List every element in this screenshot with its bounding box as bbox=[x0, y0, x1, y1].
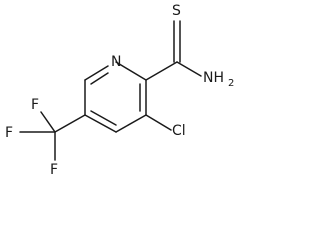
structure-drawing: N S NH 2 Cl F F F bbox=[5, 3, 234, 178]
sulfur-label: S bbox=[172, 3, 181, 19]
bond-c-f-upper bbox=[40, 111, 56, 133]
fluorine-lower-label: F bbox=[50, 162, 58, 178]
bond-c2-cthio bbox=[145, 61, 178, 81]
amide-nitrogen-label: NH bbox=[203, 70, 224, 86]
fluorine-upper-label: F bbox=[31, 97, 39, 113]
bond-c3-cl bbox=[145, 114, 172, 131]
ring-nitrogen-label: N bbox=[111, 54, 121, 70]
thioamide-group bbox=[145, 20, 202, 81]
chlorine-label: Cl bbox=[172, 123, 186, 139]
bond-c3-c4 bbox=[115, 114, 147, 133]
bond-c5-ccf3 bbox=[54, 114, 86, 133]
trifluoromethyl-group bbox=[19, 111, 86, 161]
pyridine-ring bbox=[84, 61, 147, 133]
bond-c4-c5-inner bbox=[90, 110, 117, 126]
bond-c4-c5 bbox=[84, 114, 117, 133]
bond-n1-c2 bbox=[115, 61, 147, 81]
bond-c-nh2 bbox=[176, 61, 202, 77]
amide-h-count-label: 2 bbox=[228, 78, 234, 89]
bond-c6-n1 bbox=[84, 65, 109, 81]
bond-c6-n1-inner bbox=[90, 72, 109, 85]
fluorine-left-label: F bbox=[5, 125, 13, 141]
